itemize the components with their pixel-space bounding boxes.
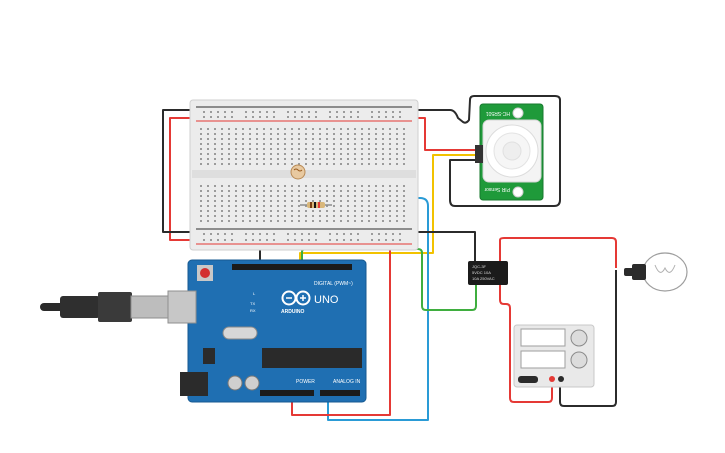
- relay-label-3: 10A 250VAC: [472, 276, 495, 281]
- usb-cable[interactable]: [40, 292, 170, 322]
- supply-negative-terminal[interactable]: [558, 376, 564, 382]
- arduino-logo: [281, 290, 311, 306]
- wire-red-relay-bulb[interactable]: [499, 237, 617, 268]
- power-supply[interactable]: [513, 324, 595, 388]
- supply-positive-terminal[interactable]: [549, 376, 555, 382]
- wire-black-left-rail[interactable]: [162, 109, 197, 233]
- wire-red-arduino-5v[interactable]: [291, 240, 391, 416]
- led-l-label: L: [253, 291, 256, 296]
- relay-label-1: JQC-3F: [472, 264, 487, 269]
- arduino-uno[interactable]: UNO ARDUINO DIGITAL (PWM~) POWER ANALOG …: [40, 259, 367, 403]
- breadboard-holes: [200, 111, 405, 241]
- wire-blue-analog[interactable]: [305, 197, 429, 421]
- arduino-brand: ARDUINO: [281, 309, 304, 315]
- wire-black-supply-bulb[interactable]: [559, 270, 617, 407]
- relay[interactable]: JQC-3F 5VDC 10A 10A 250VAC: [468, 261, 508, 285]
- wire-red-left-rail[interactable]: [169, 117, 203, 241]
- wire-red-relay-supply[interactable]: [499, 282, 553, 403]
- wire-black-relay-gnd[interactable]: [405, 231, 476, 262]
- pir-sensor[interactable]: HC-SR501 PIR Sensor: [475, 103, 544, 201]
- power-header-label: POWER: [296, 379, 315, 385]
- pir-top-label: HC-SR501: [486, 110, 510, 116]
- wire-black-pir-gnd[interactable]: [405, 95, 561, 207]
- arduino-model: UNO: [314, 294, 339, 306]
- digital-header-label: DIGITAL (PWM~): [314, 281, 353, 287]
- photoresistor[interactable]: [290, 164, 306, 180]
- light-bulb[interactable]: [624, 252, 688, 292]
- relay-label-2: 5VDC 10A: [472, 270, 491, 275]
- pir-bottom-label: PIR Sensor: [484, 186, 510, 192]
- wire-yellow-pir-signal[interactable]: [299, 154, 480, 266]
- led-rx-label: RX: [250, 308, 256, 313]
- resistor[interactable]: [300, 202, 332, 208]
- analog-header-label: ANALOG IN: [333, 379, 361, 385]
- led-tx-label: TX: [250, 301, 255, 306]
